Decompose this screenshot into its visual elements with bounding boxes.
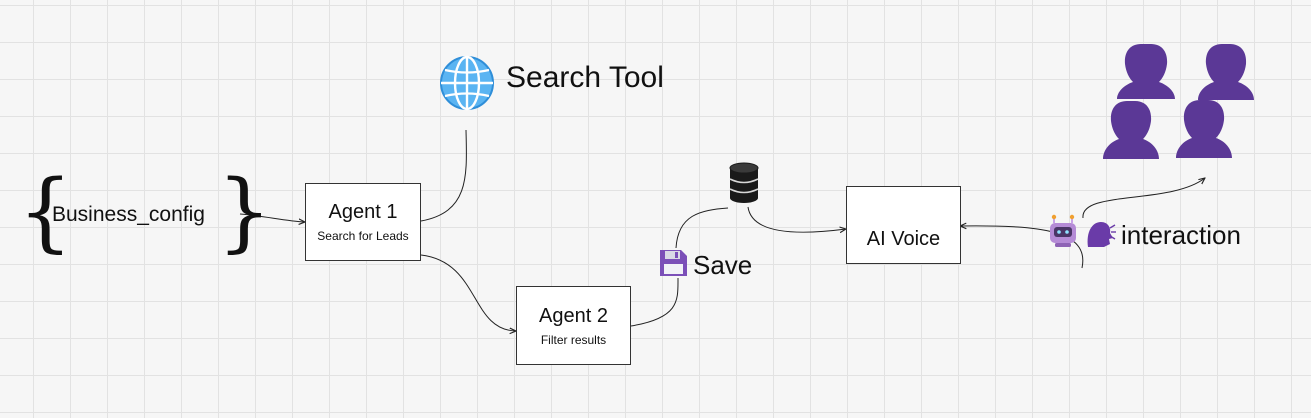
users-group-icon	[1103, 44, 1254, 159]
agent1-node[interactable]: Agent 1 Search for Leads	[305, 183, 421, 261]
edge-save-to-database	[675, 207, 729, 249]
left-brace: {	[18, 162, 73, 262]
speaking-head-icon	[1087, 222, 1116, 247]
agent2-node[interactable]: Agent 2 Filter results	[516, 286, 631, 365]
right-brace: }	[217, 162, 272, 262]
ai-voice-title: AI Voice	[866, 228, 941, 250]
edge-config-to-agent1	[239, 213, 305, 222]
ai-voice-node[interactable]: AI Voice	[846, 186, 961, 264]
user-icon	[1117, 44, 1175, 99]
robot-icon	[1050, 214, 1076, 247]
save-label: Save	[693, 250, 753, 280]
user-icon	[1176, 100, 1232, 158]
database-icon	[729, 162, 759, 203]
search-tool-label: Search Tool	[506, 61, 664, 94]
user-icon	[1103, 101, 1159, 159]
agent2-subtitle: Filter results	[540, 332, 607, 347]
agent1-subtitle: Search for Leads	[317, 229, 409, 243]
globe-icon	[440, 55, 494, 111]
floppy-disk-icon	[660, 250, 687, 276]
business-config-label: Business_config	[52, 203, 205, 226]
agent1-title: Agent 1	[328, 201, 398, 223]
edge-agent1-to-search-tool	[420, 129, 467, 222]
agent2-title: Agent 2	[539, 304, 608, 327]
edge-interaction-to-users	[1082, 178, 1205, 219]
interaction-label: interaction	[1121, 220, 1241, 250]
edge-agent2-to-save	[630, 277, 679, 327]
edge-database-to-ai-voice	[747, 206, 846, 232]
user-icon	[1198, 44, 1254, 100]
edge-agent1-to-agent2	[420, 254, 516, 331]
